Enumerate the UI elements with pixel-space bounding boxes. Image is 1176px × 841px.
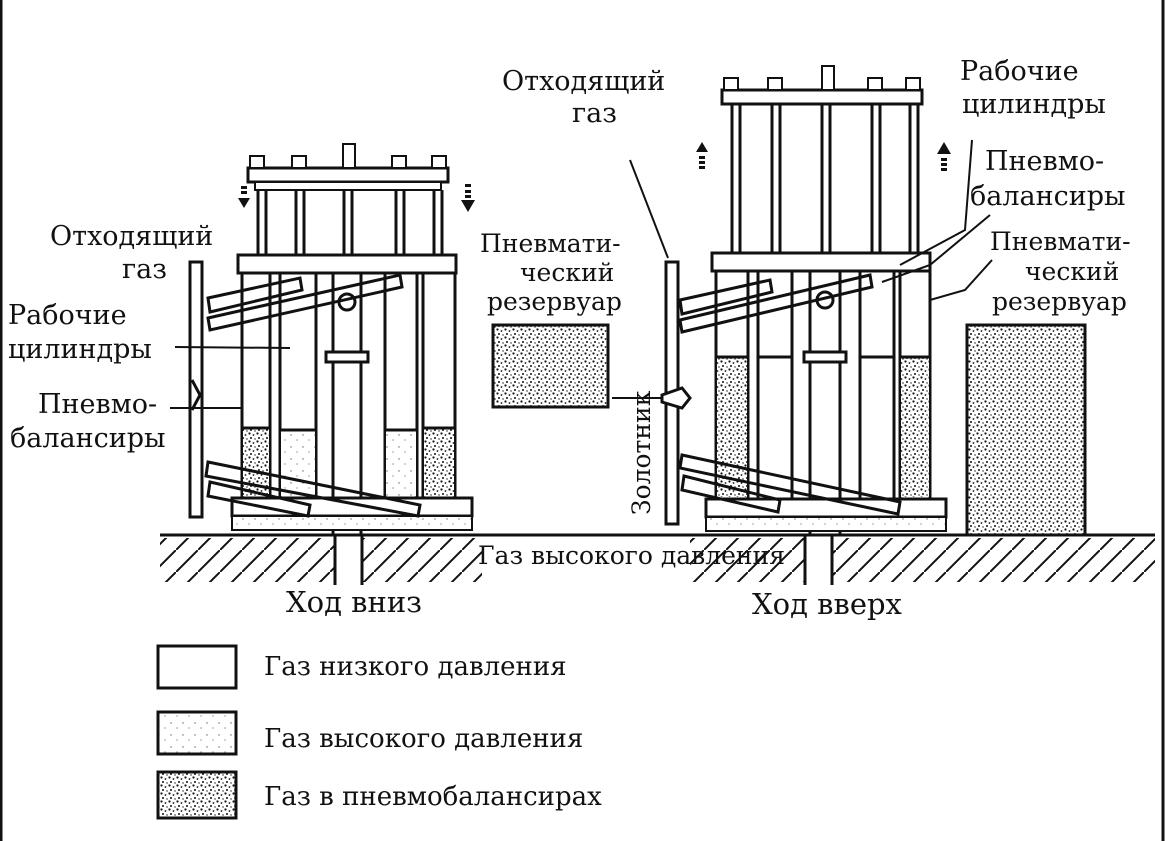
right-cylinders-label-1: Рабочие xyxy=(960,56,1079,87)
diagram-labels: Отходящий газ Рабочие цилиндры Пневмо- б… xyxy=(8,56,1131,621)
legend-label: Газ в пневмобалансирах xyxy=(264,782,602,812)
right-reservoir-label-1: Пневмати- xyxy=(990,227,1131,256)
left-balancers-label-1: Пневмо- xyxy=(38,389,157,420)
right-balancers-label-2: балансиры xyxy=(970,181,1126,212)
legend-swatch-light-stipple xyxy=(156,710,238,756)
down-stroke-caption: Ход вниз xyxy=(286,585,422,619)
up-stroke-caption: Ход вверх xyxy=(752,587,902,621)
legend-item-low-pressure: Газ низкого давления xyxy=(156,644,567,690)
right-balancers-label-1: Пневмо- xyxy=(985,146,1104,177)
right-unit xyxy=(678,65,993,537)
legend-swatch-blank xyxy=(156,644,238,690)
mid-reservoir-label-2: ческий xyxy=(520,258,614,287)
left-exhaust-label-2: газ xyxy=(122,254,167,285)
left-unit xyxy=(170,143,475,537)
high-pressure-line-label: Газ высокого давления xyxy=(478,541,785,570)
right-reservoir-label-2: ческий xyxy=(1025,257,1119,286)
left-cylinders-label-2: цилиндры xyxy=(8,334,152,365)
left-exhaust-label-1: Отходящий xyxy=(50,221,213,252)
legend-item-high-pressure: Газ высокого давления xyxy=(156,710,583,756)
legend-item-balancer-gas: Газ в пневмобалансирах xyxy=(156,770,602,820)
top-exhaust-label-2: газ xyxy=(572,98,617,129)
ground-hatching xyxy=(160,533,1155,585)
mid-reservoir-label-3: резервуар xyxy=(487,287,622,316)
legend-label: Газ высокого давления xyxy=(264,724,583,754)
mid-reservoir-block xyxy=(491,323,610,409)
legend-label: Газ низкого давления xyxy=(264,652,567,682)
spool-valve xyxy=(612,159,692,526)
top-exhaust-label-1: Отходящий xyxy=(502,66,665,97)
left-balancers-label-2: балансиры xyxy=(10,423,166,454)
legend: Газ низкого давления Газ высокого давлен… xyxy=(156,644,602,820)
spool-label: Золотник xyxy=(627,390,656,515)
right-reservoir-block xyxy=(965,323,1087,537)
legend-swatch-dense-stipple xyxy=(156,770,238,820)
right-reservoir-label-3: резервуар xyxy=(992,287,1127,316)
left-cylinders-label-1: Рабочие xyxy=(8,300,127,331)
right-cylinders-label-2: цилиндры xyxy=(962,89,1106,120)
mid-reservoir-label-1: Пневмати- xyxy=(480,229,621,258)
